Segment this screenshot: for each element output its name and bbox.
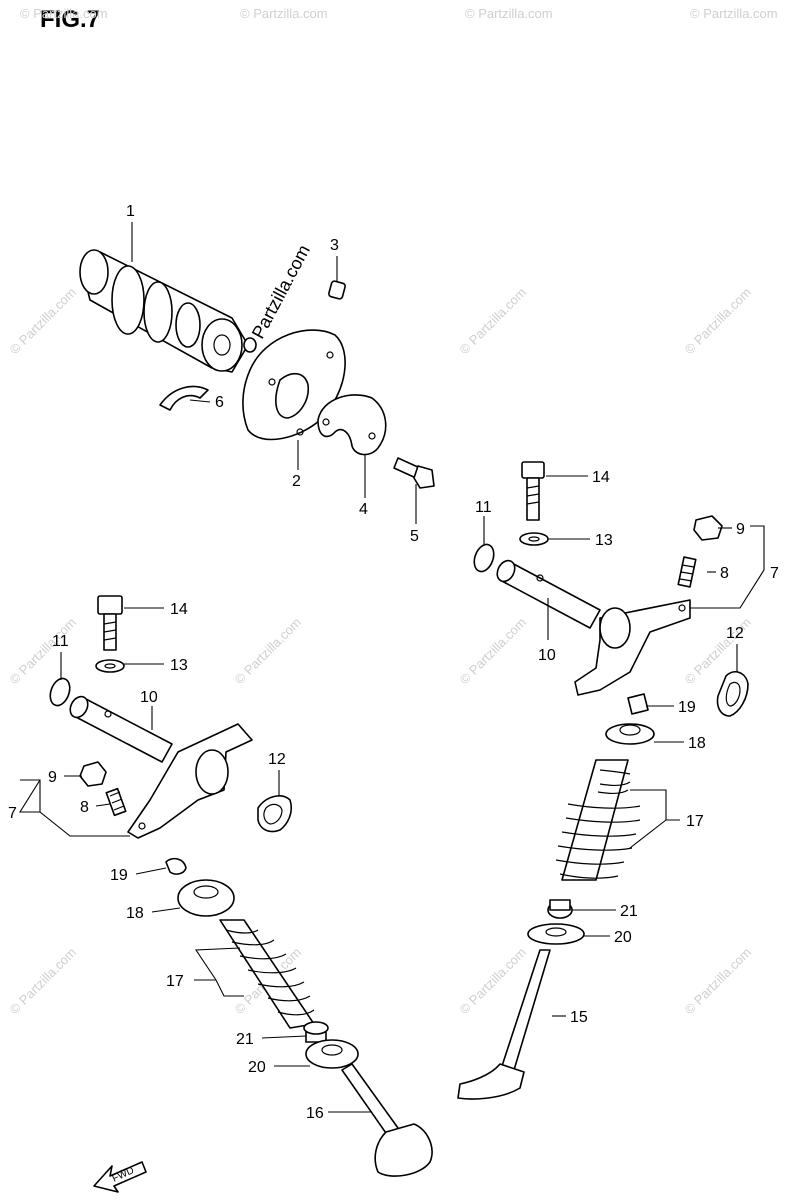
spring-seat-left xyxy=(305,1039,359,1069)
callout-6: 6 xyxy=(215,394,224,411)
callout-18-left: 18 xyxy=(126,905,144,922)
watermark-tile: © Partzilla.com xyxy=(240,6,328,21)
exhaust-valve xyxy=(341,1063,433,1177)
callout-21-right: 21 xyxy=(620,903,638,920)
figure-title: FIG.7 xyxy=(40,6,101,33)
callout-11-right: 11 xyxy=(475,499,492,516)
o-ring-left xyxy=(49,677,71,707)
watermark-tile: © Partzilla.com xyxy=(20,6,108,21)
forward-arrow-icon: FWD xyxy=(93,1161,147,1193)
dowel-pin xyxy=(328,280,346,300)
callout-13-left: 13 xyxy=(170,657,188,674)
spring-seat-right xyxy=(527,923,585,945)
callout-labels: 1 2 3 4 5 6 7 8 9 10 11 12 13 14 15 16 1… xyxy=(8,203,779,1122)
sprocket-bolt xyxy=(393,457,435,489)
rocker-shaft-right xyxy=(496,559,601,629)
callout-17-right: 17 xyxy=(686,813,704,830)
rocker-shaft-bolt-left xyxy=(97,595,123,651)
watermark-tile: © Partzilla.com xyxy=(232,615,305,688)
adjusting-screw-right xyxy=(677,556,697,588)
callout-11-left: 11 xyxy=(52,633,69,650)
retaining-clip xyxy=(159,385,209,411)
adjusting-screw-left xyxy=(105,787,127,817)
lock-nut-right xyxy=(693,515,723,541)
callout-18-right: 18 xyxy=(688,735,706,752)
valve-stem-seal-right xyxy=(547,899,573,919)
spring-retainer-right xyxy=(605,723,655,745)
rocker-arm-left xyxy=(127,723,253,839)
callout-9-left: 9 xyxy=(48,769,57,786)
valve-stem-seal-left xyxy=(303,1021,329,1043)
locating-plate xyxy=(317,394,387,456)
callout-14-right: 14 xyxy=(592,469,610,486)
callout-3: 3 xyxy=(330,237,339,254)
watermark-diagonal: Partzilla.com xyxy=(248,242,314,342)
valve-springs-right xyxy=(555,759,641,881)
callout-7-left: 7 xyxy=(8,805,17,822)
shim-right xyxy=(716,671,749,717)
callout-14-left: 14 xyxy=(170,601,188,618)
callout-20-left: 20 xyxy=(248,1059,266,1076)
watermark-tile: © Partzilla.com xyxy=(7,285,80,358)
callout-15: 15 xyxy=(570,1009,588,1026)
watermark-tile: © Partzilla.com xyxy=(457,615,530,688)
intake-valve xyxy=(457,949,551,1100)
callout-12-right: 12 xyxy=(726,625,744,642)
valve-cotter-right xyxy=(627,693,649,715)
watermark-tile: © Partzilla.com xyxy=(7,945,80,1018)
callout-12-left: 12 xyxy=(268,751,286,768)
callout-10-right: 10 xyxy=(538,647,556,664)
washer-left xyxy=(95,659,125,673)
rocker-arm-right xyxy=(574,599,691,696)
callout-19-left: 19 xyxy=(110,867,128,884)
watermark-layer: © Partzilla.com © Partzilla.com © Partzi… xyxy=(7,6,778,1017)
callout-8-right: 8 xyxy=(720,565,729,582)
watermark-tile: © Partzilla.com xyxy=(457,285,530,358)
callout-19-right: 19 xyxy=(678,699,696,716)
callout-2: 2 xyxy=(292,473,301,490)
watermark-tile: © Partzilla.com xyxy=(682,285,755,358)
o-ring-right xyxy=(473,543,495,573)
callout-10-left: 10 xyxy=(140,689,158,706)
callout-17-left: 17 xyxy=(166,973,184,990)
leader-lines xyxy=(19,222,765,1113)
lock-nut-left xyxy=(79,761,107,787)
callout-16: 16 xyxy=(306,1105,324,1122)
watermark-tile: © Partzilla.com xyxy=(682,945,755,1018)
callout-4: 4 xyxy=(359,501,368,518)
watermark-tile: © Partzilla.com xyxy=(457,945,530,1018)
valve-cotter-left xyxy=(165,857,187,875)
callout-9-right: 9 xyxy=(736,521,745,538)
callout-20-right: 20 xyxy=(614,929,632,946)
callout-1: 1 xyxy=(126,203,135,220)
spring-retainer-left xyxy=(177,879,235,917)
callout-5: 5 xyxy=(410,528,419,545)
callout-13-right: 13 xyxy=(595,532,613,549)
camshaft xyxy=(79,249,257,373)
rocker-shaft-bolt-right xyxy=(521,461,545,521)
washer-right xyxy=(519,532,549,546)
callout-8-left: 8 xyxy=(80,799,89,816)
callout-7-right: 7 xyxy=(770,565,779,582)
watermark-tile: © Partzilla.com xyxy=(690,6,778,21)
watermark-tile: © Partzilla.com xyxy=(7,615,80,688)
rocker-shaft-left xyxy=(69,695,173,763)
watermark-tile: © Partzilla.com xyxy=(465,6,553,21)
shim-left xyxy=(257,795,293,833)
callout-21-left: 21 xyxy=(236,1031,254,1048)
valve-springs-left xyxy=(219,919,315,1029)
